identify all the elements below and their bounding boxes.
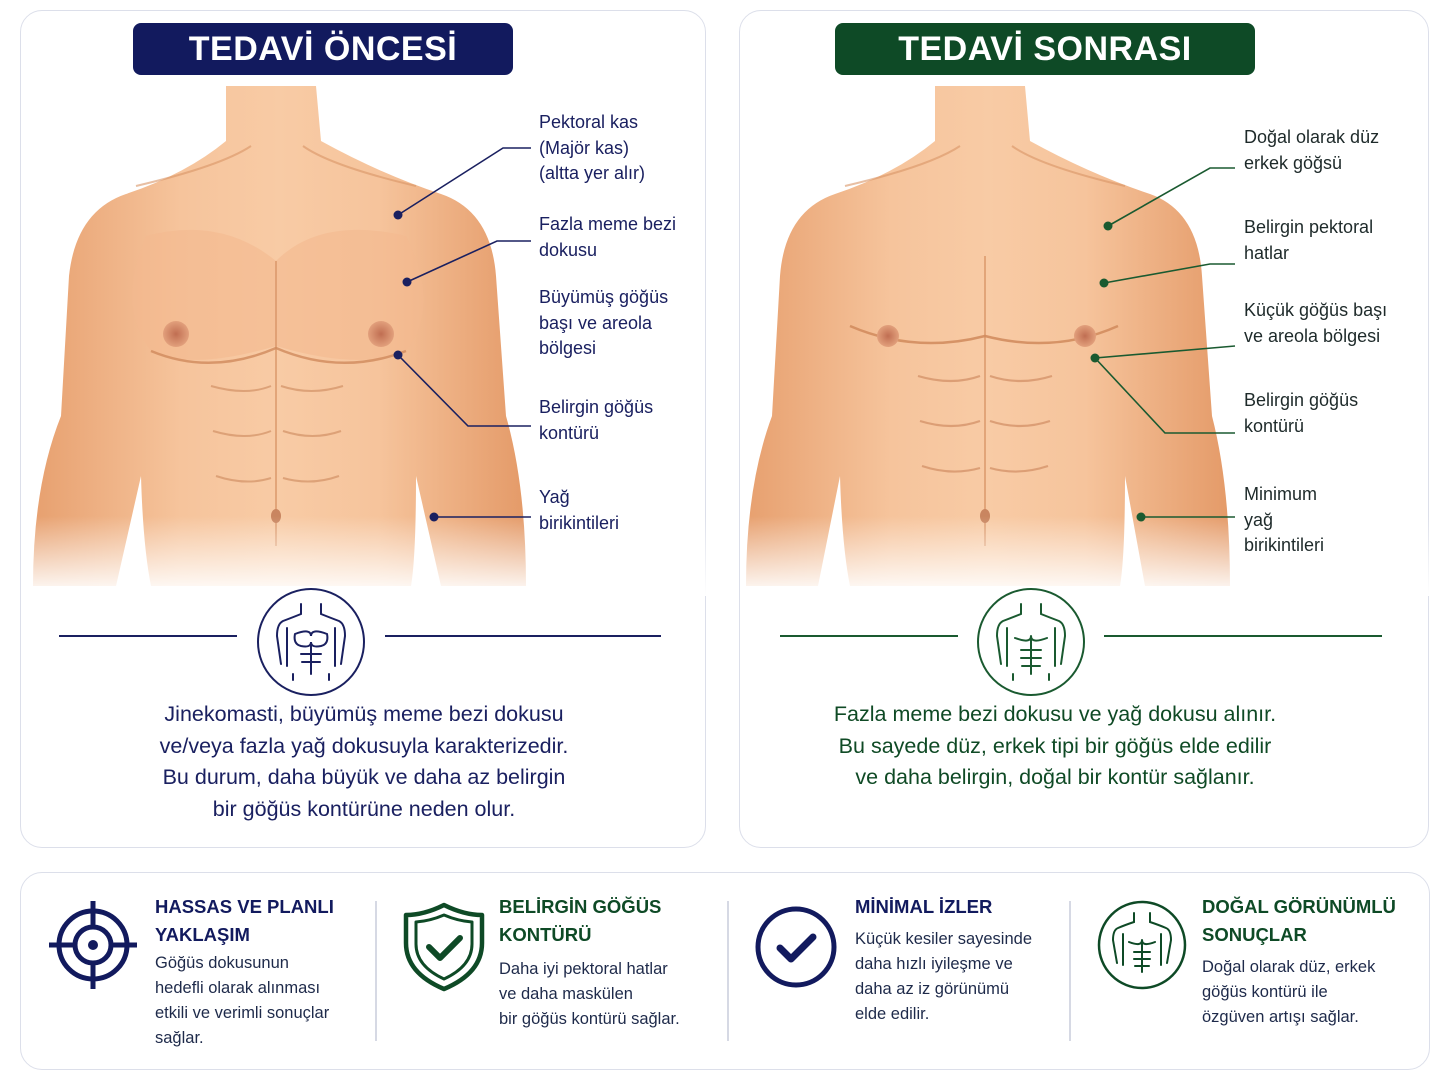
- divider-right: [1104, 635, 1382, 637]
- feature-text: Doğal olarak düz, erkek göğüs kontürü il…: [1202, 958, 1376, 1026]
- feature-title: HASSAS VE PLANLI YAKLAŞIM: [155, 896, 334, 945]
- feature-separator: [375, 901, 377, 1041]
- label-flat-male-chest: Doğal olarak düz erkek göğsü: [1244, 127, 1380, 173]
- divider-left: [59, 635, 237, 637]
- label-excess-gland-tissue: Fazla meme bezi dokusu: [539, 214, 677, 260]
- feature-precise-approach: HASSAS VE PLANLI YAKLAŞIM Göğüs dokusunu…: [21, 873, 375, 1071]
- after-description: Fazla meme bezi dokusu ve yağ dokusu alı…: [833, 702, 1277, 789]
- after-torso-illustration: [740, 86, 1430, 596]
- label-chest-contour: Belirgin göğüs kontürü: [539, 397, 654, 443]
- label-fat-deposits: Yağ birikintileri: [539, 487, 620, 533]
- feature-separator: [1069, 901, 1071, 1041]
- label-enlarged-nipple-areola: Büyümüş göğüs başı ve areola bölgesi: [539, 287, 669, 358]
- feature-separator: [727, 901, 729, 1041]
- before-torso-illustration: [21, 86, 707, 596]
- feature-minimal-scars: MİNİMAL İZLER Küçük kesiler sayesinde da…: [728, 873, 1068, 1071]
- feature-natural-results: DOĞAL GÖRÜNÜMLÜ SONUÇLAR Doğal olarak dü…: [1070, 873, 1431, 1071]
- feature-title: MİNİMAL İZLER: [855, 896, 993, 917]
- torso-outline-icon: [257, 588, 365, 696]
- label-minimal-fat: Minimum yağ birikintileri: [1244, 484, 1325, 555]
- feature-chest-contour: BELİRGİN GÖĞÜS KONTÜRÜ Daha iyi pektoral…: [376, 873, 726, 1071]
- after-title-banner: TEDAVİ SONRASI: [835, 23, 1255, 75]
- label-chest-contour: Belirgin göğüs kontürü: [1244, 390, 1359, 436]
- before-description: Jinekomasti, büyümüş meme bezi dokusu ve…: [159, 702, 569, 821]
- feature-title: BELİRGİN GÖĞÜS KONTÜRÜ: [499, 896, 662, 945]
- torso-outline-icon: [1097, 900, 1187, 990]
- feature-text: Göğüs dokusunun hedefli olarak alınması …: [155, 954, 330, 1047]
- label-defined-pectoral: Belirgin pektoral hatlar: [1244, 217, 1374, 263]
- after-treatment-panel: TEDAVİ SONRASI Doğal olarak düz erkek gö…: [739, 10, 1430, 848]
- circle-check-icon: [755, 906, 837, 988]
- crosshair-target-icon: [49, 901, 137, 989]
- feature-text: Küçük kesiler sayesinde daha hızlı iyile…: [855, 930, 1033, 1023]
- label-small-nipple-areola: Küçük göğüs başı ve areola bölgesi: [1244, 300, 1388, 346]
- divider-right: [385, 635, 661, 637]
- label-pectoral-muscle: Pektoral kas (Majör kas) (altta yer alır…: [539, 112, 646, 183]
- feature-text: Daha iyi pektoral hatlar ve daha masküle…: [499, 960, 680, 1028]
- feature-title: DOĞAL GÖRÜNÜMLÜ SONUÇLAR: [1202, 896, 1396, 945]
- before-title-banner: TEDAVİ ÖNCESİ: [133, 23, 513, 75]
- shield-check-icon: [403, 902, 485, 992]
- divider-left: [780, 635, 958, 637]
- torso-outline-icon: [977, 588, 1085, 696]
- before-treatment-panel: TEDAVİ ÖNCESİ Pektoral kas (Majör kas) (…: [20, 10, 707, 848]
- features-bar: HASSAS VE PLANLI YAKLAŞIM Göğüs dokusunu…: [20, 872, 1430, 1070]
